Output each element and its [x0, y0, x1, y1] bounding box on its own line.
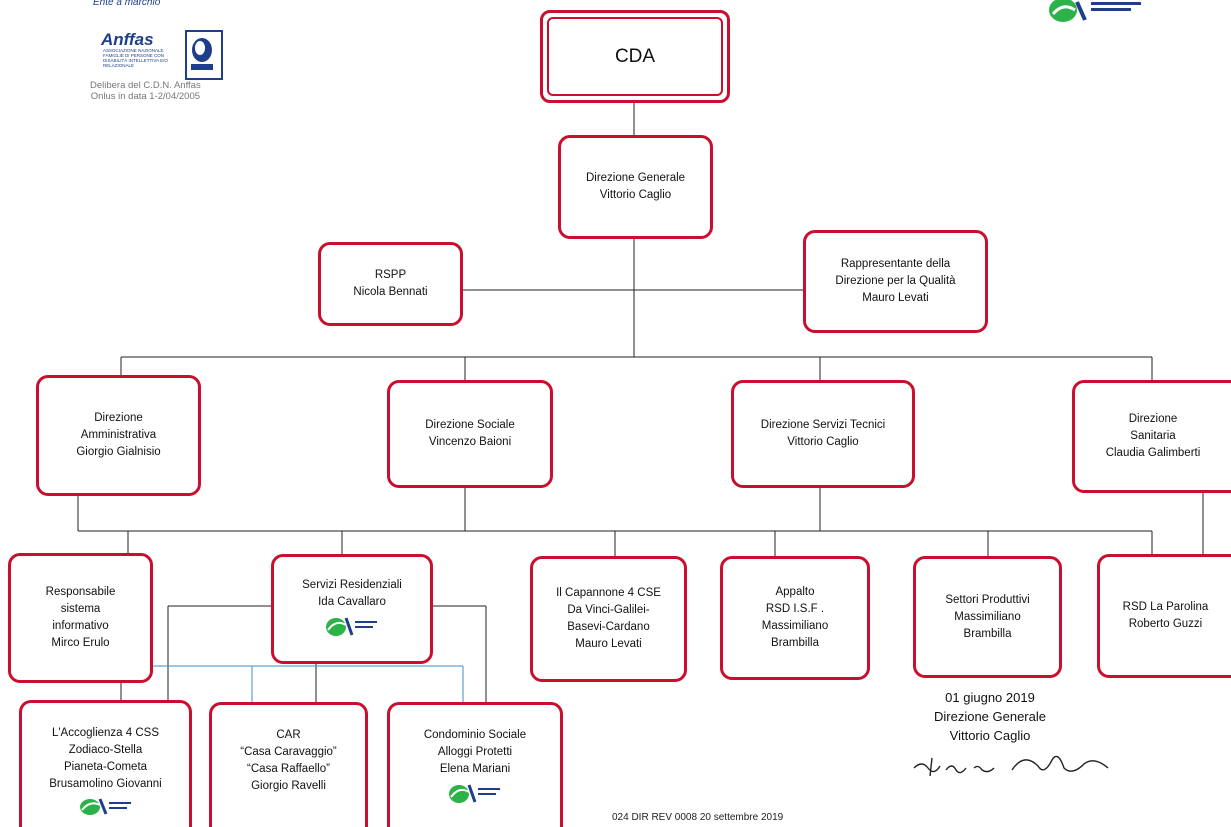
sanitaria-name: Claudia Galimberti — [1105, 447, 1201, 459]
dopo-di-noi-logo — [1045, 0, 1155, 33]
appalto-line-2: RSD I.S.F . — [765, 603, 825, 615]
sanitaria-line-2: Sanitaria — [1130, 430, 1176, 442]
box-rappresentante-qualita: Rappresentante della Direzione per la Qu… — [803, 230, 988, 333]
condominio-line-2: Alloggi Protetti — [437, 746, 513, 758]
sociale-title: Direzione Sociale — [425, 419, 515, 431]
car-title: CAR — [276, 729, 301, 741]
condominio-name: Elena Mariani — [439, 763, 511, 775]
accoglienza-line-2: Zodiaco-Stella — [68, 744, 143, 756]
car-line-3: “Casa Raffaello” — [247, 763, 330, 775]
residenziali-name: Ida Cavallaro — [318, 596, 386, 608]
box-il-capannone: Il Capannone 4 CSE Da Vinci-Galilei- Bas… — [530, 556, 687, 682]
signature-name: Vittorio Caglio — [949, 728, 1031, 743]
rspp-name: Nicola Bennati — [353, 286, 428, 298]
box-appalto: Appalto RSD I.S.F . Massimiliano Brambil… — [720, 556, 870, 680]
capannone-line-2: Da Vinci-Galilei- — [567, 604, 650, 616]
signature-date: 01 giugno 2019 — [945, 690, 1035, 705]
dopo-di-noi-logo-icon — [447, 782, 503, 806]
delibera-line-2: Onlus in data 1-2/04/2005 — [90, 91, 201, 102]
box-direzione-sociale: Direzione Sociale Vincenzo Baioni — [387, 380, 553, 488]
settori-title: Settori Produttivi — [945, 593, 1030, 606]
box-direzione-servizi-tecnici: Direzione Servizi Tecnici Vittorio Cagli… — [731, 380, 915, 488]
appalto-line-1: Appalto — [775, 586, 815, 598]
rappr-name: Mauro Levati — [862, 292, 929, 304]
tecnici-title: Direzione Servizi Tecnici — [760, 419, 886, 431]
signature-role: Direzione Generale — [933, 709, 1046, 724]
rappr-line-2: Direzione per la Qualità — [835, 275, 956, 287]
resp-line-1: Responsabile — [45, 586, 116, 598]
box-car: CAR “Casa Caravaggio” “Casa Raffaello” G… — [209, 702, 368, 827]
parolina-name: Roberto Guzzi — [1128, 618, 1203, 630]
dg-name: Vittorio Caglio — [599, 189, 672, 201]
condominio-title: Condominio Sociale — [423, 729, 527, 741]
signature-block: 01 giugno 2019 Direzione Generale Vittor… — [915, 688, 1065, 745]
rappr-line-1: Rappresentante della — [840, 258, 951, 270]
resp-line-2: sistema — [60, 603, 101, 615]
anffas-logo: Anffas ASSOCIAZIONE NAZIONALE FAMIGLIE D… — [101, 28, 223, 80]
car-name: Giorgio Ravelli — [251, 780, 326, 792]
anffas-subtext: ASSOCIAZIONE NAZIONALE FAMIGLIE DI PERSO… — [103, 48, 168, 68]
dopo-di-noi-logo-icon — [78, 797, 134, 817]
box-direzione-sanitaria: Direzione Sanitaria Claudia Galimberti — [1072, 380, 1231, 493]
handwritten-signature — [913, 755, 1109, 777]
amm-line-1: Direzione — [94, 412, 143, 424]
amm-line-2: Amministrativa — [80, 429, 157, 441]
resp-line-3: informativo — [52, 620, 109, 632]
anffas-emblem-icon — [185, 30, 223, 80]
box-direzione-amministrativa: Direzione Amministrativa Giorgio Gialnis… — [36, 375, 201, 496]
appalto-line-3: Massimiliano — [761, 620, 829, 632]
appalto-name: Brambilla — [771, 637, 819, 649]
car-line-2: “Casa Caravaggio” — [240, 746, 337, 758]
ente-label: Ente a marchio — [93, 0, 161, 8]
settori-name: Brambilla — [963, 627, 1012, 640]
parolina-title: RSD La Parolina — [1122, 601, 1209, 613]
dopo-di-noi-logo-icon — [324, 615, 380, 639]
footer-doc-code: 024 DIR REV 0008 20 settembre 2019 — [612, 812, 784, 823]
delibera-line-1: Delibera del C.D.N. Anffas — [90, 80, 201, 91]
capannone-line-1: Il Capannone 4 CSE — [556, 587, 661, 599]
residenziali-title: Servizi Residenziali — [302, 579, 402, 591]
cda-box: CDA — [540, 10, 730, 103]
accoglienza-line-3: Pianeta-Cometa — [63, 761, 148, 773]
dg-title: Direzione Generale — [585, 172, 686, 184]
box-settori-produttivi: Settori Produttivi Massimiliano Brambill… — [913, 556, 1062, 678]
capannone-line-3: Basevi-Cardano — [567, 621, 650, 633]
anffas-wordmark: Anffas — [101, 30, 154, 49]
accoglienza-name: Brusamolino Giovanni — [49, 778, 162, 790]
box-accoglienza: L'Accoglienza 4 CSS Zodiaco-Stella Piane… — [19, 700, 192, 827]
delibera-note: Delibera del C.D.N. Anffas Onlus in data… — [90, 80, 201, 102]
rspp-title: RSPP — [374, 269, 407, 281]
sociale-name: Vincenzo Baioni — [428, 436, 512, 448]
sanitaria-line-1: Direzione — [1128, 413, 1178, 425]
box-condominio-sociale: Condominio Sociale Alloggi Protetti Elen… — [387, 702, 563, 827]
box-servizi-residenziali: Servizi Residenziali Ida Cavallaro — [271, 554, 433, 664]
tecnici-name: Vittorio Caglio — [787, 436, 859, 448]
cda-label: CDA — [547, 17, 723, 96]
box-rspp: RSPP Nicola Bennati — [318, 242, 463, 326]
resp-name: Mirco Erulo — [51, 637, 110, 649]
accoglienza-title: L'Accoglienza 4 CSS — [51, 727, 160, 739]
box-rsd-la-parolina: RSD La Parolina Roberto Guzzi — [1097, 554, 1231, 678]
dopo-di-noi-logo-icon — [1049, 0, 1141, 22]
settori-line-2: Massimiliano — [954, 610, 1021, 623]
amm-name: Giorgio Gialnisio — [76, 446, 161, 458]
capannone-name: Mauro Levati — [575, 638, 642, 650]
box-direzione-generale: Direzione Generale Vittorio Caglio — [558, 135, 713, 239]
box-responsabile-sistema-informativo: Responsabile sistema informativo Mirco E… — [8, 553, 153, 683]
